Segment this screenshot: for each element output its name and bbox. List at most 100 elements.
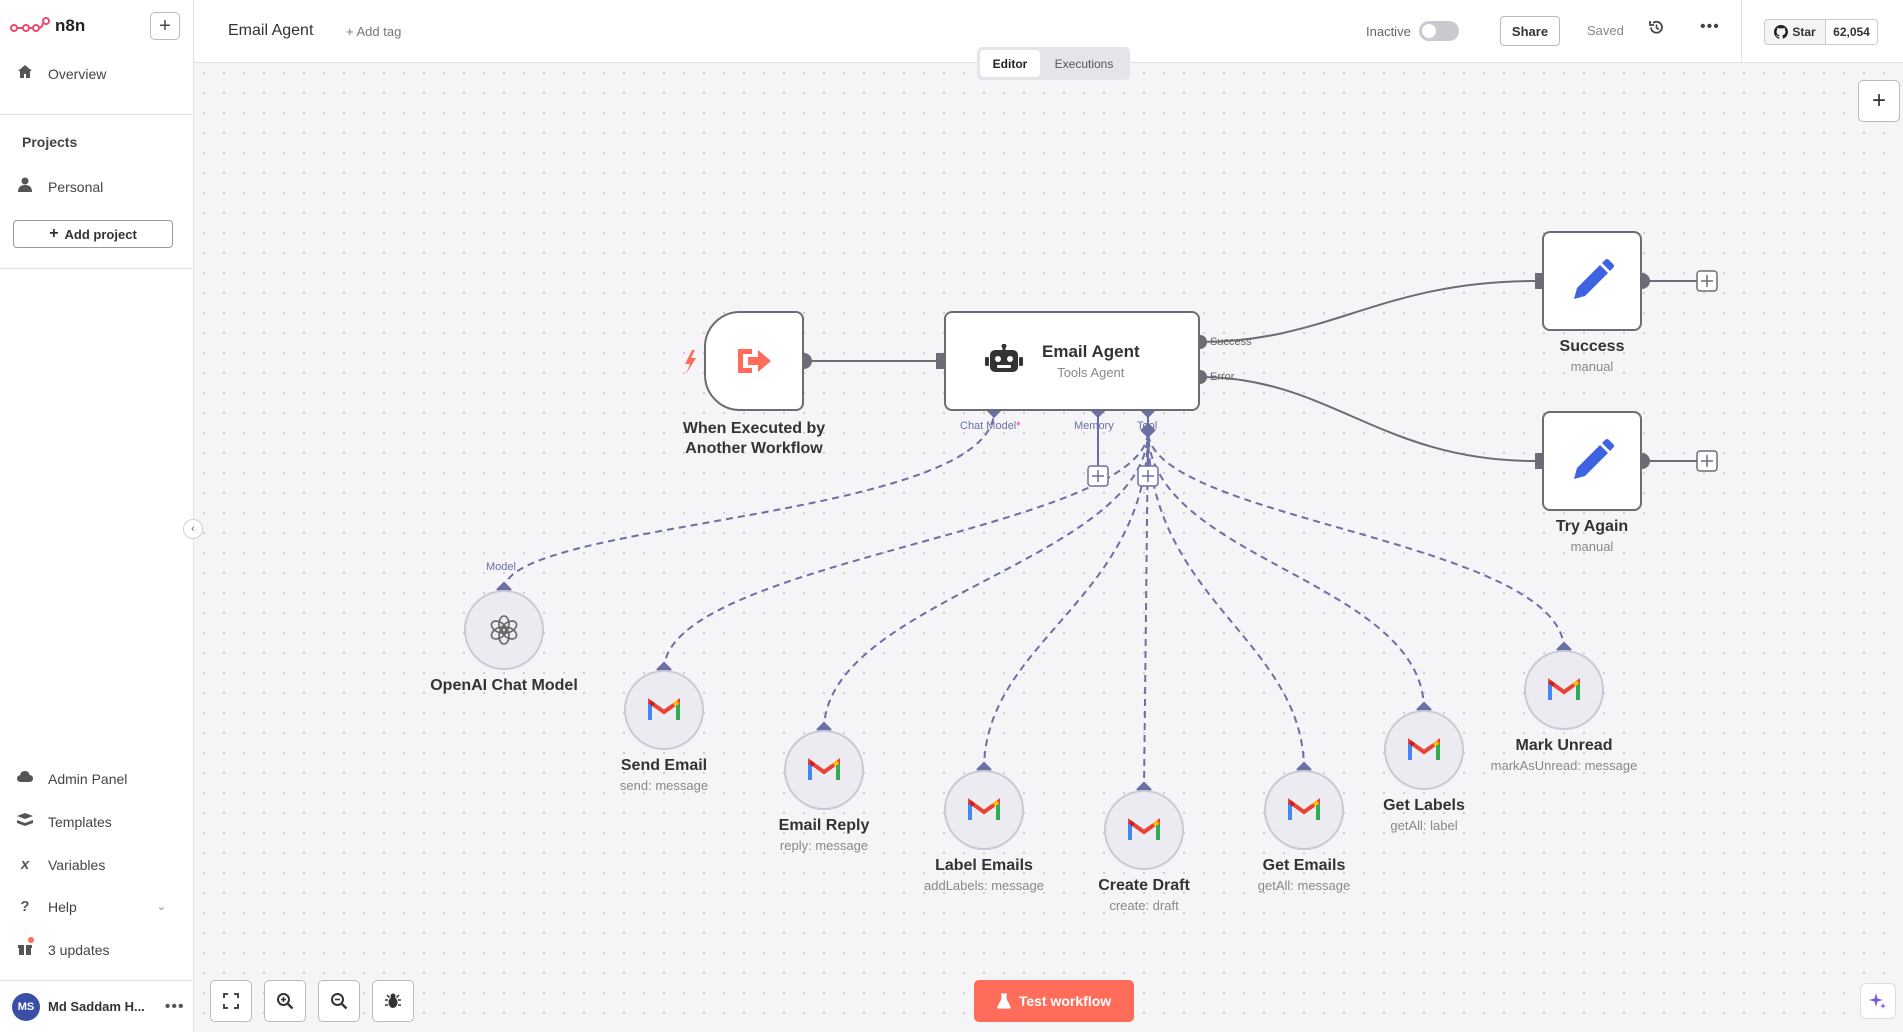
collapse-sidebar-button[interactable]: ‹ xyxy=(183,519,203,539)
sidebar-item-updates[interactable]: 3 updates xyxy=(16,937,110,959)
tab-executions[interactable]: Executions xyxy=(1054,56,1114,71)
sign-out-icon xyxy=(738,349,771,373)
gmail-icon xyxy=(1408,738,1440,760)
get-labels-subtitle: getAll: label xyxy=(1390,818,1458,833)
sidebar-item-overview[interactable]: Overview xyxy=(16,64,106,83)
sidebar-item-variables[interactable]: x Variables xyxy=(16,856,106,873)
email-agent-node[interactable]: Email Agent Tools Agent xyxy=(944,311,1200,411)
create-draft-node[interactable] xyxy=(1104,790,1184,870)
user-icon xyxy=(16,177,34,196)
get-labels-title: Get Labels xyxy=(1383,797,1465,814)
success-title: Success xyxy=(1559,338,1625,355)
gmail-icon xyxy=(1288,798,1320,820)
mark-unread-title: Mark Unread xyxy=(1515,737,1613,754)
github-star-button[interactable]: Star xyxy=(1764,19,1826,45)
more-options-icon[interactable]: ••• xyxy=(1700,18,1720,35)
try-again-node-label: Try Again manual xyxy=(1556,517,1628,554)
pencil-icon xyxy=(1574,259,1614,299)
get-emails-label: Get Emails getAll: message xyxy=(1258,856,1351,893)
sidebar-item-personal[interactable]: Personal xyxy=(16,177,103,196)
openai-chat-model-node[interactable] xyxy=(464,590,544,670)
send-email-node[interactable] xyxy=(624,670,704,750)
home-icon xyxy=(16,64,34,83)
sidebar-item-admin-panel[interactable]: Admin Panel xyxy=(16,770,127,787)
add-project-label: Add project xyxy=(64,226,137,242)
share-button[interactable]: Share xyxy=(1500,16,1560,46)
active-status-label: Inactive xyxy=(1366,24,1411,39)
divider xyxy=(0,268,193,269)
create-draft-subtitle: create: draft xyxy=(1109,898,1179,913)
create-new-button[interactable]: + xyxy=(150,12,180,40)
plus-icon: + xyxy=(159,14,171,37)
openai-title: OpenAI Chat Model xyxy=(430,677,578,694)
fit-view-button[interactable] xyxy=(210,980,252,1022)
gift-icon xyxy=(16,937,34,959)
label-emails-subtitle: addLabels: message xyxy=(924,878,1044,893)
app-name: n8n xyxy=(55,16,86,35)
n8n-logo[interactable]: n8n xyxy=(10,16,85,36)
email-reply-title: Email Reply xyxy=(778,817,870,834)
test-workflow-button[interactable]: Test workflow xyxy=(974,980,1134,1022)
trigger-node[interactable] xyxy=(704,311,804,411)
sidebar-item-help[interactable]: ? Help ⌄ xyxy=(16,898,166,915)
flask-icon xyxy=(997,993,1011,1009)
active-toggle[interactable] xyxy=(1419,21,1459,41)
user-name: Md Saddam H... xyxy=(48,999,145,1014)
openai-icon xyxy=(490,615,518,645)
label-emails-label: Label Emails addLabels: message xyxy=(924,856,1044,893)
agent-subtitle: Tools Agent xyxy=(1057,365,1125,380)
ai-assistant-button[interactable] xyxy=(1860,983,1896,1019)
sidebar-item-label: Help xyxy=(48,898,77,915)
chat-model-port-label: Chat Model* xyxy=(960,420,1021,432)
send-email-title: Send Email xyxy=(620,757,708,774)
github-star-label: Star xyxy=(1792,25,1816,39)
gmail-icon xyxy=(648,698,680,720)
get-emails-node[interactable] xyxy=(1264,770,1344,850)
help-icon: ? xyxy=(20,898,30,915)
send-email-label: Send Email send: message xyxy=(620,756,708,793)
create-draft-label: Create Draft create: draft xyxy=(1098,876,1190,913)
robot-icon xyxy=(985,344,1023,372)
model-port-label: Model xyxy=(486,561,516,573)
projects-heading: Projects xyxy=(22,134,78,150)
tool-port-label: Tool xyxy=(1137,420,1158,432)
github-icon xyxy=(1774,25,1789,39)
create-draft-title: Create Draft xyxy=(1098,877,1190,894)
more-icon[interactable]: ••• xyxy=(164,997,185,1015)
history-icon[interactable] xyxy=(1648,19,1665,41)
debug-button[interactable] xyxy=(372,980,414,1022)
view-tabs: Editor Executions xyxy=(977,47,1130,80)
label-emails-node[interactable] xyxy=(944,770,1024,850)
label-emails-title: Label Emails xyxy=(935,857,1033,874)
success-output-label: Success xyxy=(1210,336,1252,348)
sparkle-icon xyxy=(1869,993,1886,1009)
workflow-canvas[interactable] xyxy=(194,63,1903,1032)
github-star-widget: Star 62,054 xyxy=(1741,0,1903,63)
divider xyxy=(0,114,193,115)
workflow-name[interactable]: Email Agent xyxy=(228,22,314,39)
zoom-in-button[interactable] xyxy=(264,980,306,1022)
avatar: MS xyxy=(12,992,40,1021)
variables-icon: x xyxy=(20,856,30,873)
error-output-label: Error xyxy=(1210,371,1235,383)
update-badge xyxy=(28,937,34,943)
cloud-icon xyxy=(16,770,34,787)
get-labels-node[interactable] xyxy=(1384,710,1464,790)
chevron-left-icon: ‹ xyxy=(191,523,195,535)
try-again-node[interactable] xyxy=(1542,411,1642,511)
add-tag-link[interactable]: + Add tag xyxy=(346,24,402,39)
gmail-icon xyxy=(808,758,840,780)
zoom-out-button[interactable] xyxy=(318,980,360,1022)
user-menu[interactable]: MS Md Saddam H... ••• xyxy=(0,980,193,1032)
get-emails-subtitle: getAll: message xyxy=(1257,878,1351,893)
mark-unread-node[interactable] xyxy=(1524,650,1604,730)
plus-icon: + xyxy=(1871,87,1886,114)
openai-node-label: OpenAI Chat Model xyxy=(430,676,578,696)
github-star-count[interactable]: 62,054 xyxy=(1826,19,1878,45)
email-reply-node[interactable] xyxy=(784,730,864,810)
tab-editor[interactable]: Editor xyxy=(980,50,1040,77)
success-node[interactable] xyxy=(1542,231,1642,331)
add-node-button[interactable]: + xyxy=(1858,80,1900,122)
add-project-button[interactable]: + Add project xyxy=(13,220,173,248)
sidebar-item-templates[interactable]: Templates xyxy=(16,813,112,831)
